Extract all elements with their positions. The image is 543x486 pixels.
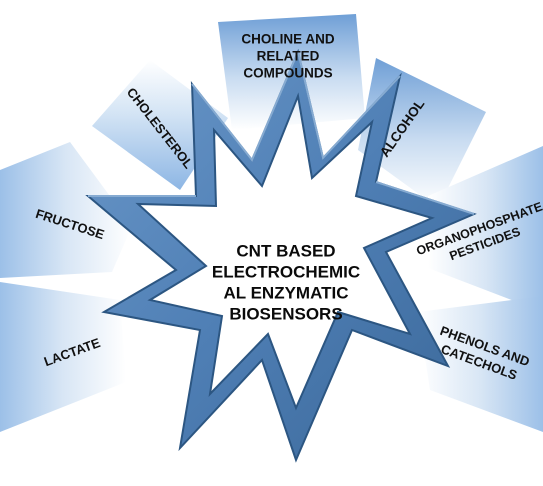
label-line: COMPOUNDS xyxy=(243,66,332,81)
center-title-line: AL ENZYMATIC xyxy=(224,283,349,302)
center-title-line: CNT BASED xyxy=(236,241,335,260)
center-title-line: ELECTROCHEMIC xyxy=(212,262,360,281)
label-line: RELATED xyxy=(257,49,320,64)
label-line: CHOLINE AND xyxy=(241,32,334,47)
center-title: CNT BASED ELECTROCHEMIC AL ENZYMATIC BIOSEN… xyxy=(212,241,360,323)
center-title-line: BIOSENSORS xyxy=(229,304,342,323)
